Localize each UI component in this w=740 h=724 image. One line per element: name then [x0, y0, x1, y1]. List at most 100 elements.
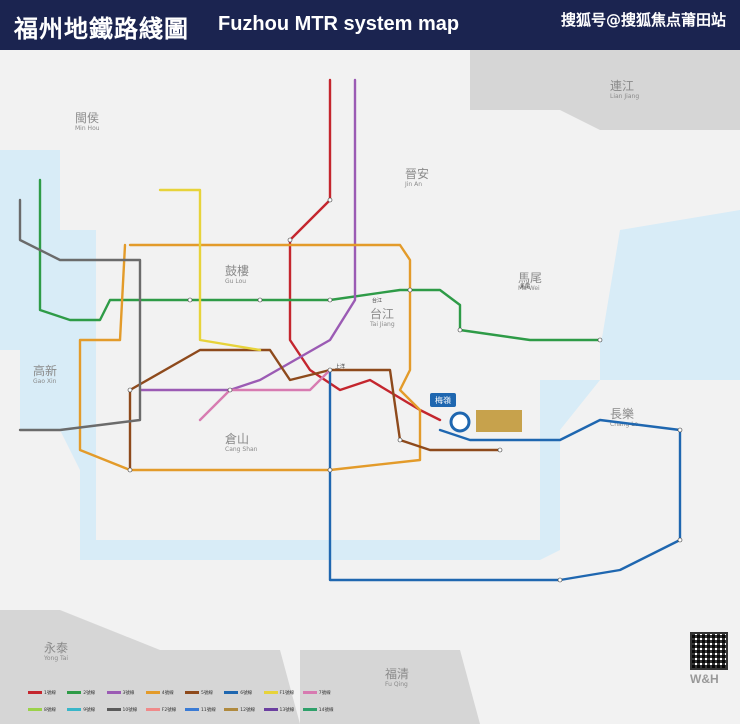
brand-logo: W&H: [690, 672, 719, 686]
far-land-south: [300, 650, 480, 724]
line-7-path: [18, 198, 142, 432]
station-dot: [677, 537, 683, 543]
station-dot: [397, 437, 403, 443]
line-5-path: [128, 348, 502, 472]
station-dot: [327, 367, 333, 373]
station-dot: [127, 467, 133, 473]
station-dot: [257, 297, 263, 303]
legend-label: 10號線: [122, 707, 138, 713]
area-label-changle: 長樂: [610, 406, 634, 421]
legend-item: 6號線: [224, 685, 259, 700]
line-3-path: [138, 78, 357, 392]
legend-swatch: [224, 708, 239, 711]
station-dot: [497, 447, 503, 453]
water-west: [0, 150, 740, 560]
station-dot: [557, 577, 563, 583]
legend-label: 1號線: [44, 690, 56, 696]
legend-swatch: [106, 691, 121, 694]
legend-item: 12號線: [224, 702, 259, 717]
area-label-gaoxin-en: Gao Xin: [33, 378, 57, 385]
legend-item: 8號線: [28, 702, 63, 717]
legend-item: 7號線: [302, 685, 338, 700]
far-land-northeast: [470, 50, 740, 130]
legend-swatch: [263, 708, 278, 711]
line-2-path: [38, 178, 602, 342]
legend-item: 2號線: [67, 685, 102, 700]
legend-swatch: [67, 691, 82, 694]
area-label-gulou: 鼓樓: [225, 263, 249, 278]
highlight-label: 梅嶺: [435, 395, 451, 405]
station-dot: [457, 327, 463, 333]
legend-item: 14號線: [302, 702, 338, 717]
legend-item: 13號線: [263, 702, 299, 717]
legend-label: 13號線: [279, 707, 295, 713]
area-label-taijiang-en: Tai Jiang: [369, 321, 395, 328]
station-dot: [227, 387, 233, 393]
map-title-chinese: 福州地鐵路綫圖: [14, 14, 189, 43]
legend-label: 12號線: [240, 707, 255, 713]
legend-swatch: [28, 708, 42, 711]
area-label-gulou-en: Gu Lou: [225, 278, 246, 285]
land-central: [110, 210, 520, 520]
legend-label: 8號線: [44, 707, 56, 713]
legend-item: 11號線: [185, 702, 220, 717]
water-east: [600, 210, 740, 380]
area-label-mawei-en: Ma Wei: [518, 285, 540, 292]
map-title-english: Fuzhou MTR system map: [218, 13, 460, 35]
station-dot: [327, 467, 333, 473]
legend-swatch: [302, 708, 317, 711]
legend-label: 2號線: [83, 690, 96, 696]
legend-item: 4號線: [145, 685, 181, 700]
line-4-path: [78, 243, 422, 472]
watermark-text: 搜狐号@搜狐焦点莆田站: [560, 11, 726, 29]
area-label-jinan: 晉安: [405, 166, 429, 181]
legend-swatch: [185, 691, 199, 694]
highlight-ring: [449, 411, 471, 433]
legend-label: 11號線: [201, 707, 216, 713]
qr-code: [690, 632, 728, 670]
area-label-lianjiang-en: Lian Jiang: [610, 93, 639, 100]
station-label: 馬尾: [520, 284, 530, 290]
legend-swatch: [263, 691, 278, 694]
station-labels: 馬尾 上洋 台江: [335, 284, 530, 370]
legend-label: 5號線: [201, 690, 213, 696]
legend-swatch: [185, 708, 199, 711]
area-label-lianjiang: 連江: [610, 79, 634, 93]
line-f1-path: [158, 188, 262, 352]
legend-item: 10號線: [106, 702, 142, 717]
legend-label: F2號線: [161, 707, 177, 713]
area-label-yongtai-en: Yong Tai: [43, 655, 68, 662]
legend-label: 14號線: [318, 707, 334, 713]
legend-swatch: [145, 708, 160, 711]
station-dot: [677, 427, 683, 433]
area-label-mawei: 馬尾: [518, 271, 542, 285]
legend-label: 6號線: [240, 690, 253, 696]
area-label-cangshan: 倉山: [225, 431, 249, 446]
legend-item: 1號線: [28, 685, 63, 700]
legend-item: F1號線: [263, 685, 299, 700]
line-extra-path: [198, 368, 332, 422]
legend-item: 5號線: [185, 685, 220, 700]
legend-label: 9號線: [83, 707, 96, 713]
legend-item: 9號線: [67, 702, 102, 717]
area-label-minhou: 閩侯: [75, 111, 99, 125]
header-bar: 福州地鐵路綫圖 Fuzhou MTR system map 搜狐号@搜狐焦点莆田…: [0, 0, 740, 50]
far-land-southwest: [0, 610, 300, 724]
station-dot: [287, 237, 293, 243]
area-label-jinan-en: Jin An: [404, 181, 422, 188]
highlight-label-box: [430, 393, 456, 407]
area-label-minhou-en: Min Hou: [75, 125, 100, 132]
line-1-path: [288, 78, 442, 422]
legend-item: F2號線: [145, 702, 181, 717]
station-dot: [187, 297, 193, 303]
station-markers: [127, 197, 683, 583]
legend-swatch: [67, 708, 82, 711]
highlight-advert-box: [476, 410, 522, 432]
area-label-gaoxin: 高新: [33, 363, 57, 378]
station-dot: [127, 387, 133, 393]
legend-item: 3號線: [106, 685, 142, 700]
area-label-changle-en: Chang Le: [610, 421, 638, 428]
area-label-fuqing: 福清: [385, 666, 409, 681]
legend-label: 7號線: [318, 690, 331, 696]
